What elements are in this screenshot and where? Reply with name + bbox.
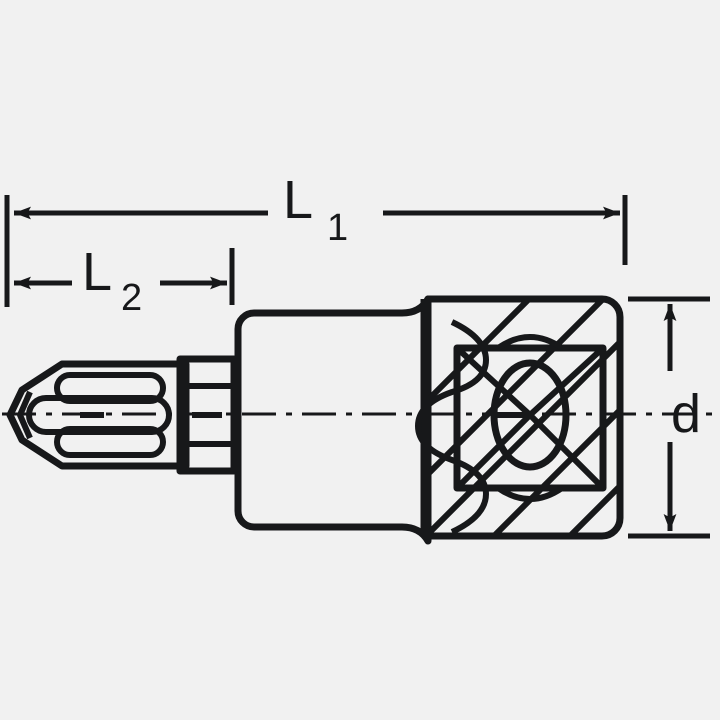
square-drive-hole [453, 344, 607, 492]
dimension-L1: L 1 [4, 170, 628, 307]
dimension-d: d [628, 296, 710, 539]
dimension-subscript-L2: 2 [121, 277, 142, 319]
square-drive-socket-head [415, 295, 624, 540]
hex-shank [176, 355, 238, 475]
detent-arc-bottom [496, 485, 564, 502]
detent-arc-top [496, 334, 564, 351]
dimension-label-L1: L [283, 170, 313, 230]
detent-ball-ellipse [490, 359, 570, 471]
socket-bore-wall [415, 299, 489, 536]
spline-bit-tip [6, 360, 190, 470]
dimension-label-d: d [671, 384, 701, 444]
tip-nose-chamfer [17, 390, 33, 440]
dimension-L2: L 2 [14, 242, 235, 319]
dimension-label-L2: L [82, 242, 112, 302]
part-outline [6, 295, 624, 545]
tip-flute-lower [54, 426, 166, 458]
dimension-subscript-L1: 1 [327, 207, 348, 249]
